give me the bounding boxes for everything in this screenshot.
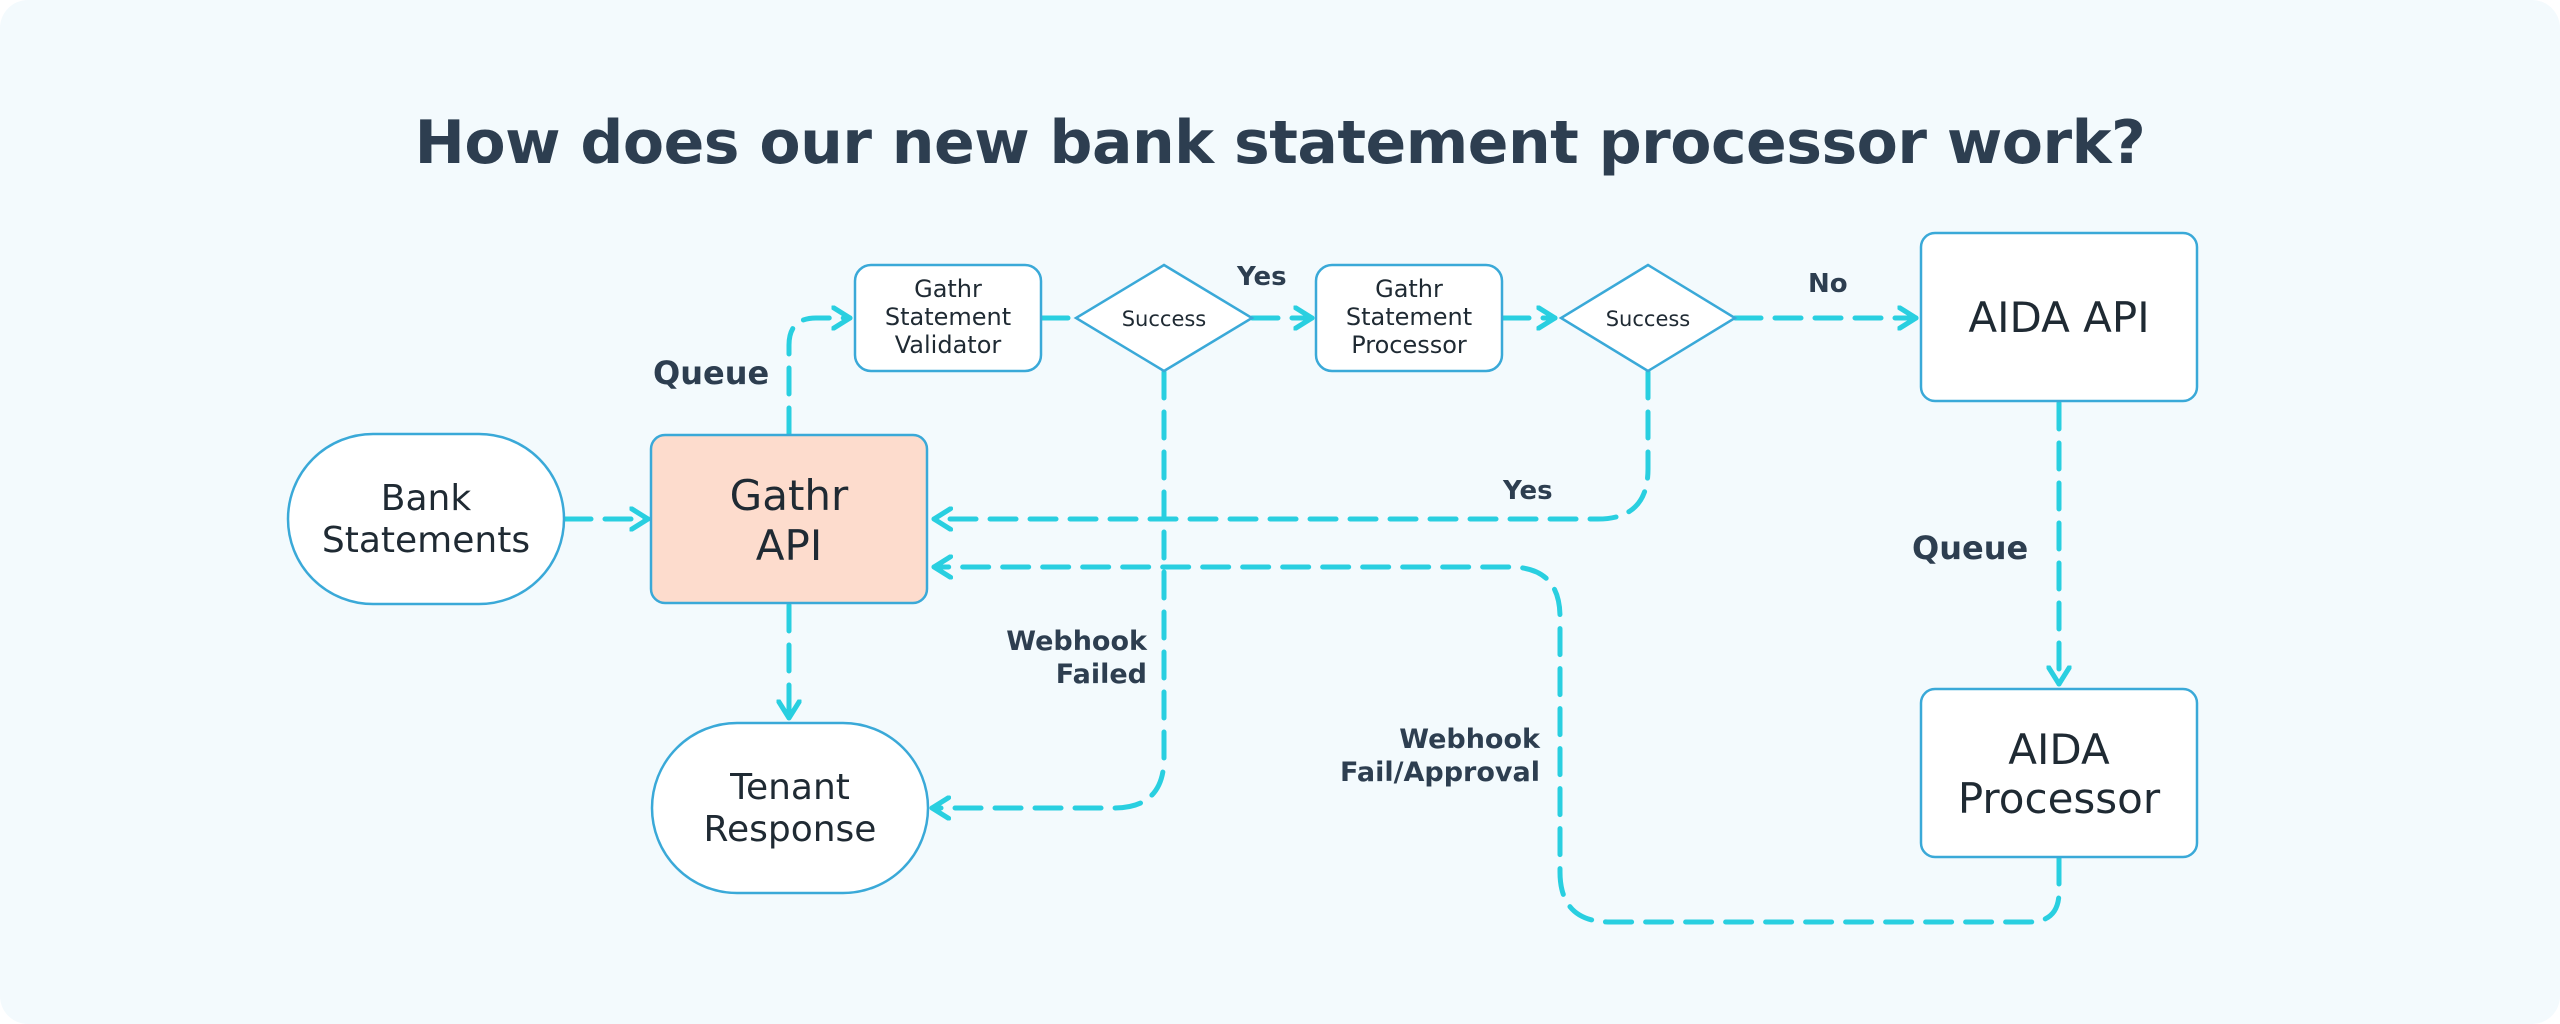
node-gathr-api: Gathr API (649, 433, 929, 605)
processor-line-2: Statement (1346, 303, 1472, 331)
label-webhook-failed-line-2: Failed (1056, 659, 1147, 690)
processor-line-3: Processor (1351, 331, 1467, 359)
gathr-api-line-2: API (756, 521, 822, 570)
edge-aida-processor-to-gathr-api (931, 567, 2062, 925)
node-tenant-response: Tenant Response (650, 721, 930, 895)
edges (562, 318, 2062, 925)
page-title: How does our new bank statement processo… (414, 108, 2146, 178)
aida-api-label: AIDA API (1968, 293, 2149, 342)
gathr-api-line-1: Gathr (730, 471, 849, 520)
node-aida-processor: AIDA Processor (1919, 687, 2199, 859)
success-1-label: Success (1122, 307, 1207, 331)
validator-line-1: Gathr (914, 275, 982, 303)
node-aida-api: AIDA API (1919, 231, 2199, 403)
label-yes-2: Yes (1502, 476, 1553, 506)
bank-statements-line-2: Statements (322, 520, 530, 561)
label-webhook-failed-line-1: Webhook (1006, 626, 1148, 657)
label-queue-2: Queue (1912, 529, 2028, 567)
node-bank-statements: Bank Statements (286, 432, 566, 606)
label-queue-1: Queue (653, 354, 769, 392)
node-gathr-statement-validator: Gathr Statement Validator (853, 263, 1043, 373)
node-success-2: Success (1558, 263, 1738, 373)
edge-success-2-to-gathr-api (931, 369, 1651, 519)
tenant-response-line-2: Response (704, 809, 877, 850)
label-webhook-fail-approval-line-2: Fail/Approval (1340, 757, 1540, 788)
validator-line-3: Validator (895, 331, 1002, 359)
tenant-response-line-1: Tenant (729, 767, 850, 808)
aida-processor-line-2: Processor (1958, 774, 2161, 823)
processor-line-1: Gathr (1375, 275, 1443, 303)
node-gathr-statement-processor: Gathr Statement Processor (1314, 263, 1504, 373)
label-no-1: No (1808, 269, 1848, 299)
label-yes-1: Yes (1236, 262, 1287, 292)
bank-statements-line-1: Bank (381, 478, 472, 519)
success-2-label: Success (1606, 307, 1691, 331)
validator-line-2: Statement (885, 303, 1011, 331)
aida-processor-line-1: AIDA (2008, 725, 2110, 774)
edge-success-1-to-tenant-response (929, 369, 1167, 808)
node-success-1: Success (1073, 263, 1255, 373)
edge-labels: Queue Yes No Yes Webhook Failed Queue We… (653, 262, 2028, 788)
label-webhook-fail-approval-line-1: Webhook (1399, 724, 1541, 755)
edge-gathr-api-to-validator (786, 318, 853, 437)
